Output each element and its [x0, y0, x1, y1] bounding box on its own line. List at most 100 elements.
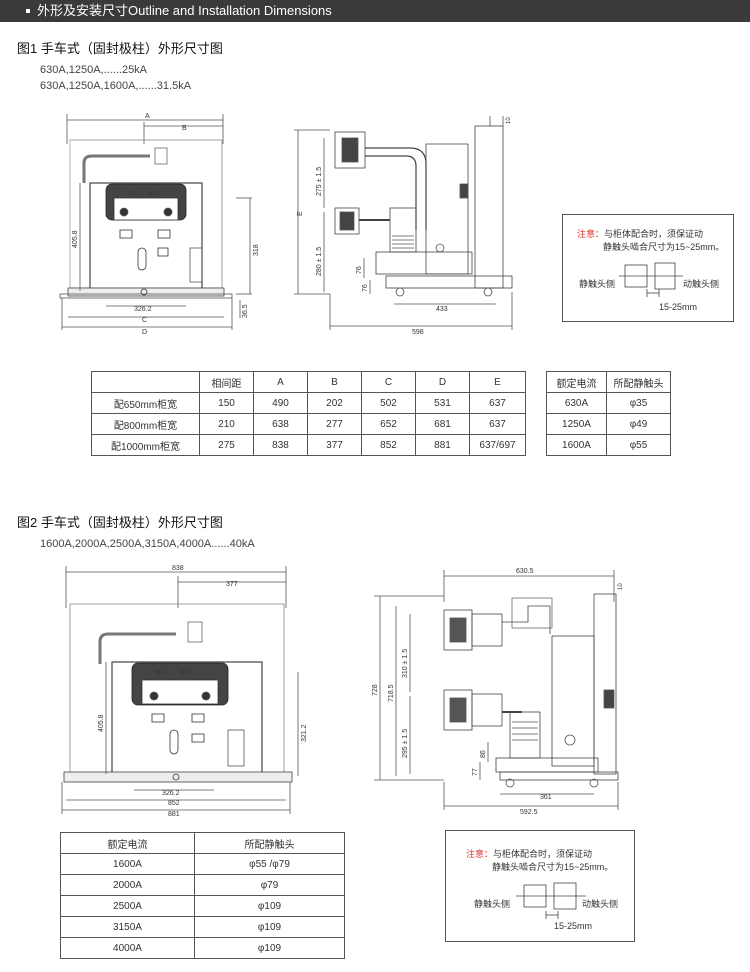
fig1-note-label: 注意：	[577, 229, 605, 239]
table-row: 配650mm柜宽 150 490 202 502 531 637	[91, 392, 526, 414]
fig1-side-view: E 275 ± 1.5 280 ± 1.5 76 76 433 598 10	[294, 116, 513, 336]
table-cell: 配1000mm柜宽	[91, 434, 200, 456]
fig1-dim-365: 36.5	[242, 304, 249, 318]
table-cell: 202	[307, 392, 362, 414]
table-header-cell	[91, 371, 200, 393]
fig1-dim-76b: 76	[362, 284, 369, 292]
table-row: 3150A φ109	[60, 916, 345, 938]
fig2-dim-665b: 66.5	[180, 670, 190, 676]
fig2-dim-321: 321.2	[301, 724, 308, 742]
table-cell: φ109	[194, 895, 345, 917]
fig2-note-text-2: 静触头啮合尺寸为15~25mm。	[492, 862, 614, 872]
fig1-note-box: 注意：与柜体配合时，须保证动 静触头啮合尺寸为15~25mm。 静触头侧 动触头…	[562, 214, 734, 322]
table-cell: 652	[361, 413, 416, 435]
table-header-cell: C	[361, 371, 416, 393]
header-bullet	[26, 9, 30, 13]
table-cell: 490	[253, 392, 308, 414]
fig1-front-view: A B 66.5 66.5 326.2 C D 405.8 318 36.5	[59, 113, 260, 336]
table-cell: 852	[361, 434, 416, 456]
table-cell: 1600A	[546, 434, 607, 456]
fig2-dim-838: 838	[172, 565, 184, 572]
table-header-row: 相间距 A B C D E	[91, 371, 526, 393]
fig2-note-moving: 动触头侧	[582, 899, 619, 909]
table-cell: 150	[199, 392, 254, 414]
fig2-subtitle: 1600A,2000A,2500A,3150A,4000A......40kA	[40, 538, 255, 550]
fig1-dim-280: 280 ± 1.5	[316, 247, 323, 276]
table-cell: 1250A	[546, 413, 607, 435]
table-header-cell: A	[253, 371, 308, 393]
table-row: 1250A φ49	[546, 413, 671, 435]
table-cell: 637	[469, 392, 526, 414]
fig2-dim-728: 728	[372, 684, 379, 696]
table-row: 1600A φ55	[546, 434, 671, 456]
fig1-dim-665b: 66.5	[149, 191, 159, 197]
table-cell: 637	[469, 413, 526, 435]
fig2-dim-881: 881	[168, 811, 180, 818]
table-cell: φ109	[194, 916, 345, 938]
fig2-note-box: 注意：与柜体配合时，须保证动 静触头啮合尺寸为15~25mm。 静触头侧 动触头…	[445, 830, 635, 942]
table-cell: 531	[415, 392, 470, 414]
fig2-dim-295: 295 ± 1.5	[402, 729, 409, 758]
fig2-dim-77: 77	[472, 768, 479, 776]
fig2-note-label: 注意：	[466, 849, 494, 859]
table-cell: φ79	[194, 874, 345, 896]
table-cell: 4000A	[60, 937, 195, 959]
table-header-cell: 额定电流	[546, 371, 607, 393]
table-row: 630A φ35	[546, 392, 671, 414]
table-header-cell: D	[415, 371, 470, 393]
table-cell: φ55 /φ79	[194, 853, 345, 875]
table-header-cell: 额定电流	[60, 832, 195, 854]
fig1-dim-433: 433	[436, 306, 448, 313]
fig2-dim-86: 86	[480, 750, 487, 758]
fig1-dim-e: E	[297, 211, 304, 216]
fig1-dim-c: C	[142, 317, 147, 324]
table-cell: 838	[253, 434, 308, 456]
fig2-dim-6305: 630.5	[516, 568, 534, 575]
table-cell: 277	[307, 413, 362, 435]
fig2-contact-sketch	[516, 882, 586, 919]
fig2-dim-405: 405.8	[98, 714, 105, 732]
table-cell: 377	[307, 434, 362, 456]
fig1-note-text-2: 静触头啮合尺寸为15~25mm。	[603, 242, 725, 252]
fig2-note-text-1: 注意：与柜体配合时，须保证动	[466, 849, 593, 859]
fig1-dim-b: B	[182, 125, 187, 132]
fig1-dim-10: 10	[506, 117, 512, 124]
table-cell: 637/697	[469, 434, 526, 456]
table-cell: 502	[361, 392, 416, 414]
table-cell: 210	[199, 413, 254, 435]
table-header-row: 额定电流 所配静触头	[546, 371, 671, 393]
fig1-dim-d: D	[142, 329, 147, 336]
section-header-bar: 外形及安装尺寸Outline and Installation Dimensio…	[0, 0, 750, 22]
fig1-dimension-table: 相间距 A B C D E 配650mm柜宽 150 490 202 502 5…	[91, 371, 526, 456]
table-cell: 275	[199, 434, 254, 456]
table-cell: φ109	[194, 937, 345, 959]
fig2-side-view: 630.5 10 728 718.5 310 ± 1.5 295 ± 1.5 8…	[372, 568, 624, 816]
fig2-dim-852: 852	[168, 800, 180, 807]
section-title: 外形及安装尺寸Outline and Installation Dimensio…	[37, 3, 332, 18]
fig1-contact-table: 额定电流 所配静触头 630A φ35 1250A φ49 1600A φ55	[546, 371, 671, 456]
fig2-dim-718: 718.5	[388, 684, 395, 702]
table-cell: 3150A	[60, 916, 195, 938]
table-cell: 681	[415, 413, 470, 435]
fig2-dim-326: 326.2	[162, 790, 180, 797]
fig1-note-moving: 动触头侧	[683, 279, 720, 289]
table-cell: 630A	[546, 392, 607, 414]
table-header-cell: E	[469, 371, 526, 393]
fig1-note-static: 静触头侧	[579, 279, 616, 289]
fig1-dim-76a: 76	[356, 266, 363, 274]
fig2-front-view: 838 377 66.5 66.5 326.2 852 881 405.8 32…	[61, 565, 308, 818]
table-cell: 配800mm柜宽	[91, 413, 200, 435]
table-header-cell: 所配静触头	[194, 832, 345, 854]
fig2-dim-5925: 592.5	[520, 809, 538, 816]
table-cell: 配650mm柜宽	[91, 392, 200, 414]
fig2-title: 图2 手车式（固封极柱）外形尺寸图	[17, 515, 223, 530]
fig1-title: 图1 手车式（固封极柱）外形尺寸图	[17, 41, 223, 56]
fig1-contact-sketch	[619, 262, 683, 297]
fig2-note-static: 静触头侧	[474, 899, 511, 909]
table-cell: 2500A	[60, 895, 195, 917]
fig2-dim-377: 377	[226, 581, 238, 588]
table-header-cell: 所配静触头	[606, 371, 671, 393]
table-row: 配1000mm柜宽 275 838 377 852 881 637/697	[91, 434, 526, 456]
table-cell: φ35	[606, 392, 671, 414]
fig2-note-range: 15-25mm	[554, 921, 593, 931]
